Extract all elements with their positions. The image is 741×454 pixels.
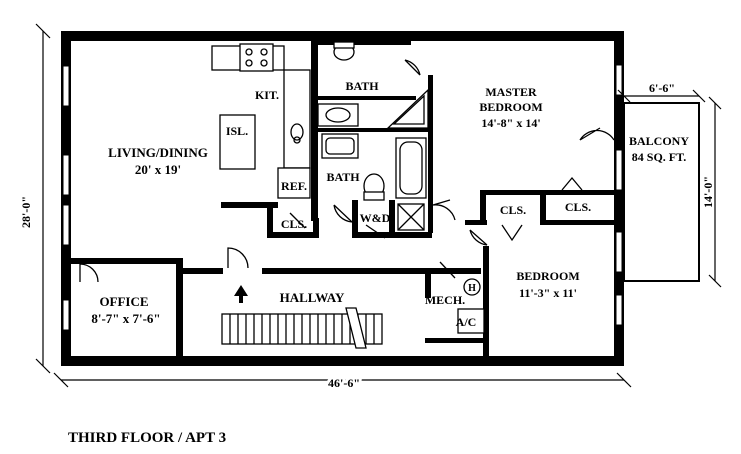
mechanical-label: MECH. [425, 293, 465, 307]
interior-walls [71, 31, 614, 366]
dimension-lines [35, 23, 722, 388]
balcony-label: BALCONY [629, 134, 689, 148]
bath-lower-label: BATH [326, 170, 360, 184]
refrigerator-label: REF. [281, 179, 307, 193]
balcony-depth-label: 14'-0" [701, 176, 715, 208]
closet-right-label: CLS. [565, 200, 591, 214]
kitchen-label: KIT. [255, 88, 279, 102]
balcony-width-label: 6'-6" [649, 81, 675, 95]
living-dining-label: LIVING/DINING [108, 145, 208, 160]
balcony-size: 84 SQ. FT. [632, 150, 686, 164]
overall-depth-label: 28'-0" [19, 196, 33, 228]
closet-center-label: CLS. [500, 203, 526, 217]
island-label: ISL. [226, 124, 248, 138]
bath-upper-label: BATH [345, 79, 379, 93]
kitchen-fixtures [211, 43, 311, 199]
room-labels: LIVING/DINING 20' x 19' KIT. ISL. REF. B… [91, 79, 689, 329]
office-size: 8'-7" x 7'-6" [91, 311, 160, 326]
master-bedroom-label-2: BEDROOM [479, 100, 542, 114]
closet-living-label: CLS. [281, 217, 307, 231]
dimension-labels: 46'-6" 28'-0" 6'-6" 14'-0" [19, 81, 715, 393]
master-bedroom-label-1: MASTER [485, 85, 537, 99]
living-dining-size: 20' x 19' [135, 162, 181, 177]
overall-width-label: 46'-6" [328, 376, 360, 390]
plan-title: THIRD FLOOR / APT 3 [68, 430, 226, 446]
exterior-walls [61, 31, 624, 366]
hallway-label: HALLWAY [280, 290, 345, 305]
balcony-outline [623, 102, 700, 282]
washer-dryer-label: W&D [360, 211, 391, 225]
bedroom-size: 11'-3" x 11' [519, 286, 577, 300]
heater-label: H [468, 283, 476, 294]
doors [79, 59, 615, 283]
office-label: OFFICE [99, 294, 148, 309]
mechanical-equipment [457, 278, 485, 334]
master-bedroom-size: 14'-8" x 14' [481, 116, 540, 130]
bath-fixtures [317, 41, 429, 231]
stairs [221, 285, 383, 349]
air-conditioner-label: A/C [456, 315, 477, 329]
windows [62, 64, 623, 331]
bedroom-label: BEDROOM [516, 269, 579, 283]
